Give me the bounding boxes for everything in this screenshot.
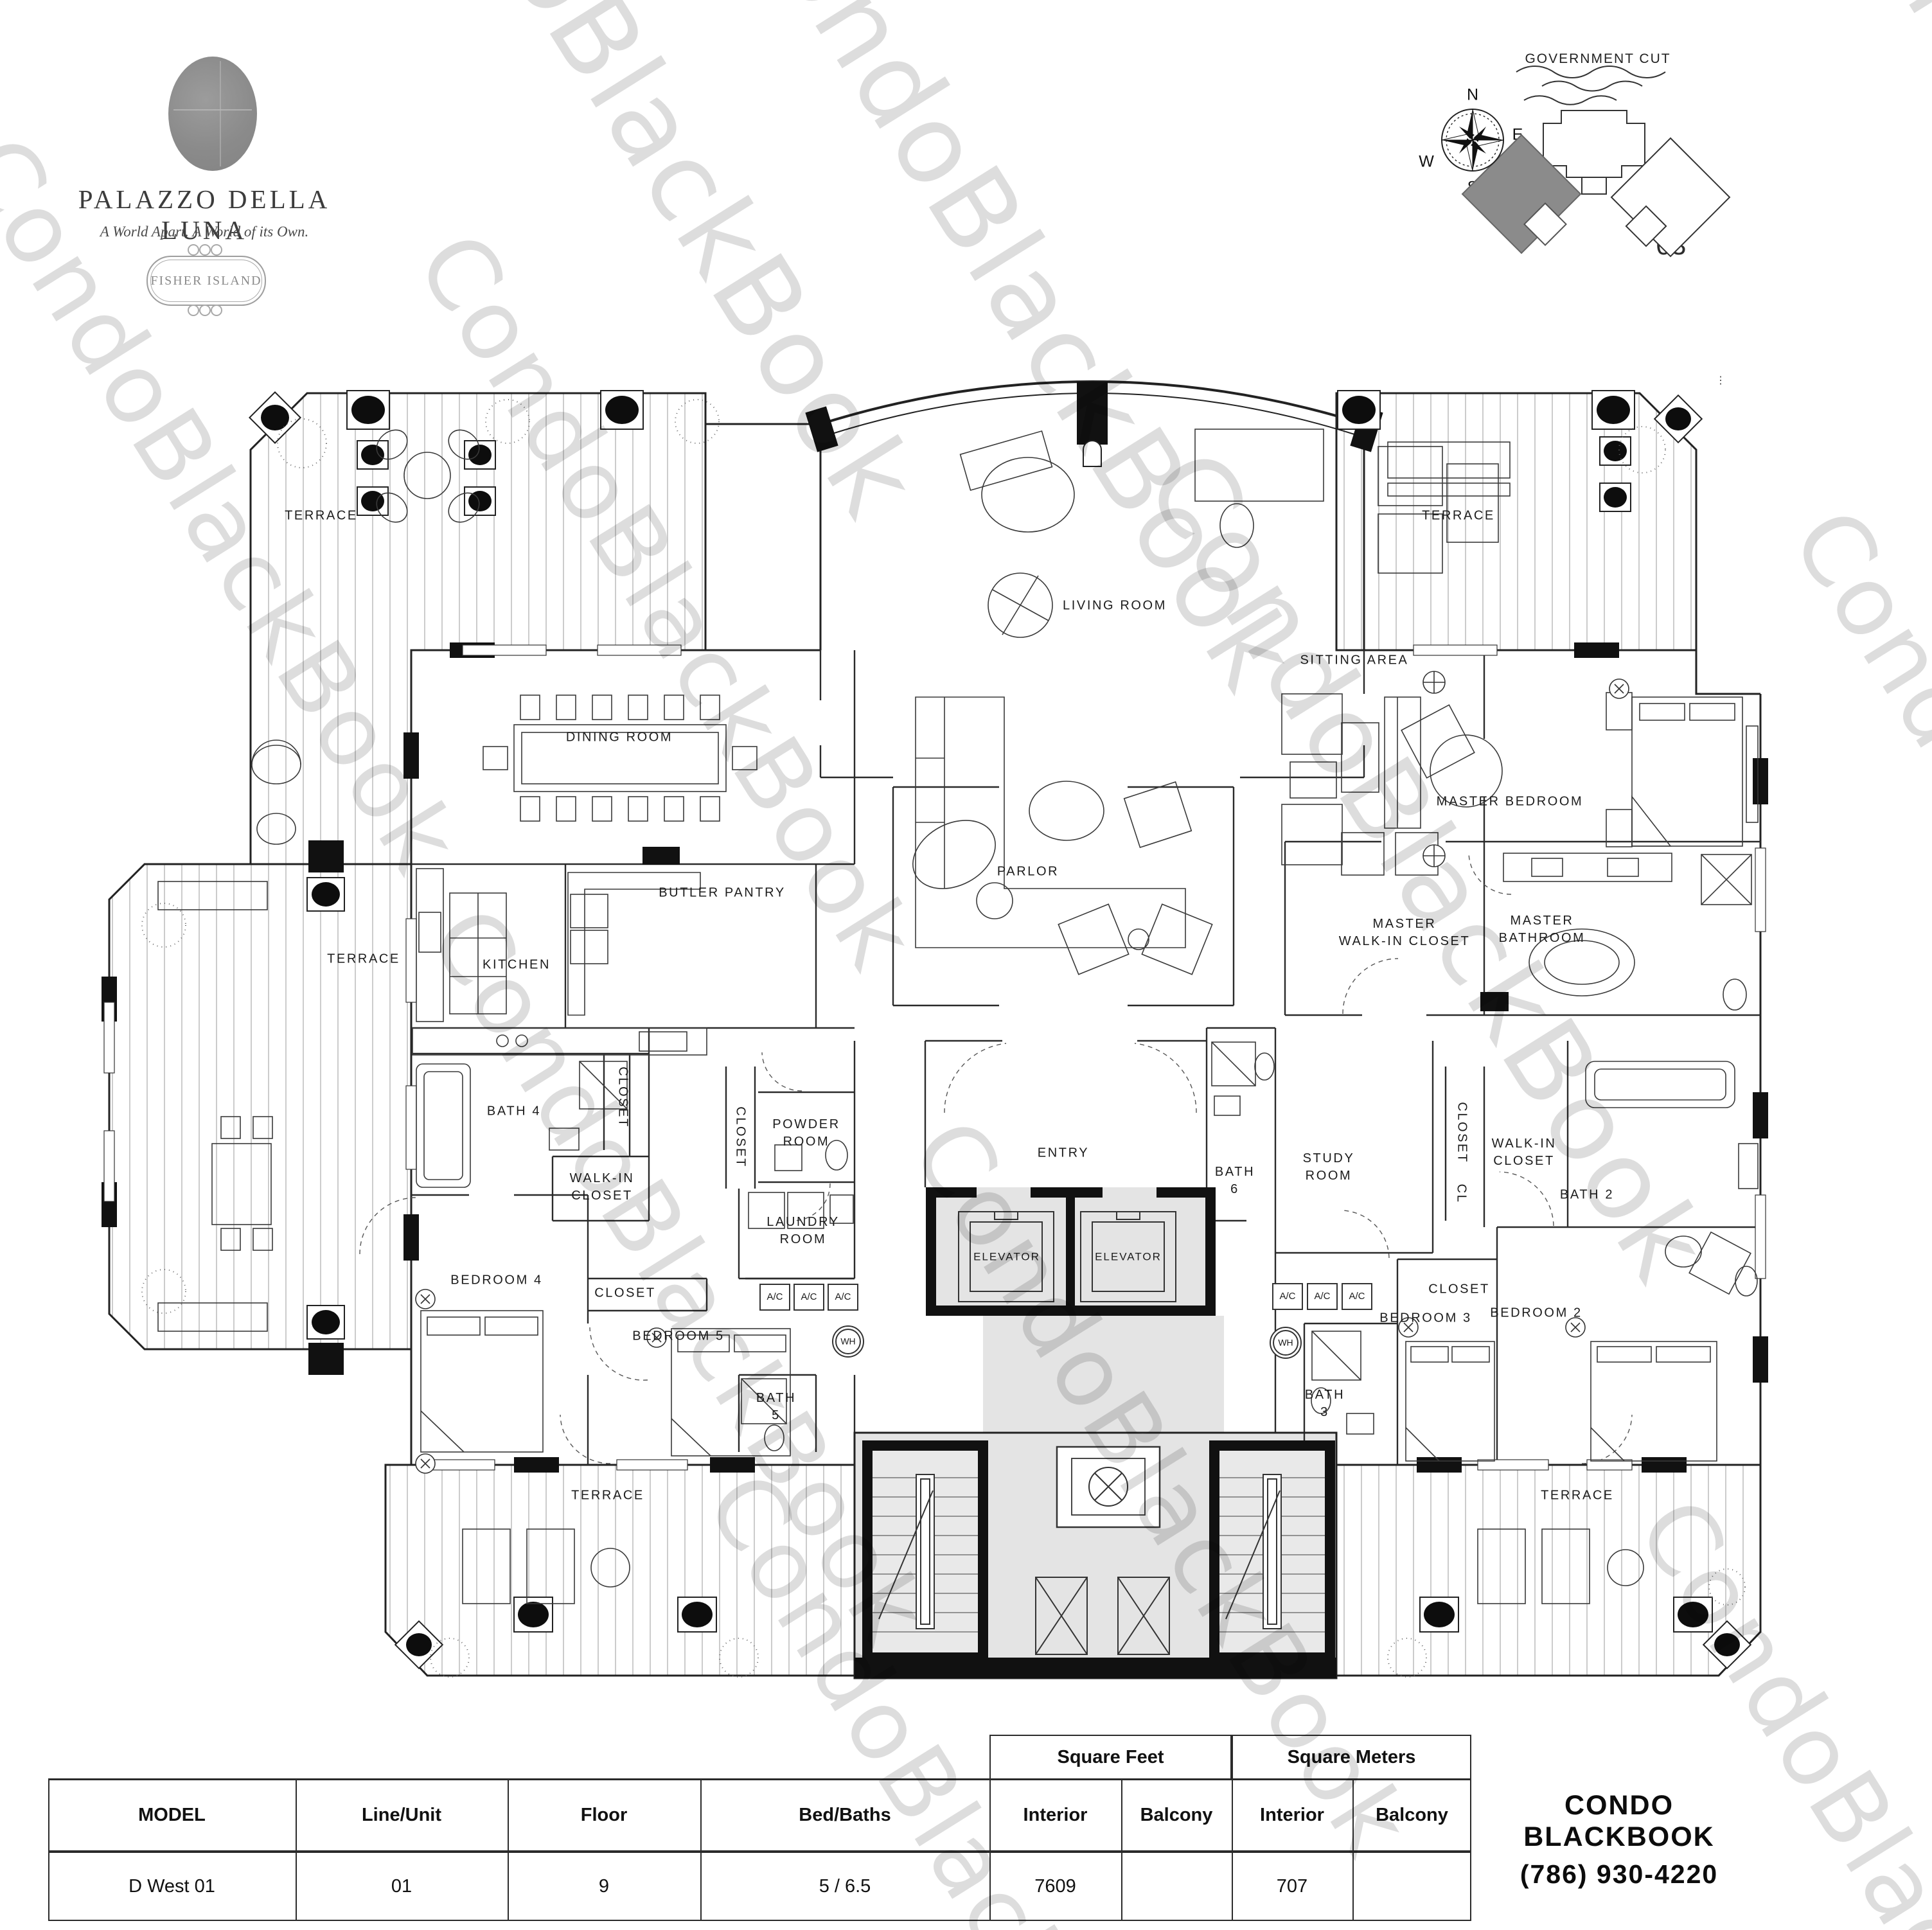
- col-header-balcony-m: Balcony: [1376, 1805, 1448, 1825]
- elevator-bank: [926, 1187, 1216, 1316]
- room-label-parlor: PARLOR: [997, 864, 1059, 879]
- room-label-sitting-area: SITTING AREA: [1300, 653, 1409, 668]
- contact-block: CONDO BLACKBOOK (786) 930-4220: [1465, 1790, 1773, 1890]
- lamp-symbols: [415, 671, 1629, 1474]
- room-label-bedroom-4: BEDROOM 4: [450, 1273, 543, 1288]
- furniture: [157, 429, 1759, 1604]
- col-header-floor: Floor: [580, 1805, 628, 1825]
- stair-core: [853, 1431, 1338, 1679]
- room-label-closet-hall: CLOSET: [733, 1106, 748, 1168]
- badge-ornament-top: [188, 244, 222, 256]
- room-label-master-bathroom: MASTER BATHROOM: [1498, 914, 1586, 945]
- col-header-model: MODEL: [138, 1805, 206, 1825]
- room-label-bath-5: BATH 5: [756, 1391, 797, 1422]
- room-label-bath-6: BATH 6: [1214, 1165, 1255, 1196]
- room-label-dining-room: DINING ROOM: [565, 730, 673, 745]
- room-label-master-bedroom: MASTER BEDROOM: [1436, 794, 1584, 809]
- col-header-interior-m: Interior: [1260, 1805, 1324, 1825]
- room-label-cl: CL: [1454, 1183, 1469, 1204]
- room-label-closet-bedroom5: CLOSET: [594, 1286, 656, 1300]
- room-label-closet-bedroom3: CLOSET: [1428, 1282, 1490, 1297]
- brand-subtitle: A World Apart. A World of its Own.: [100, 224, 309, 240]
- room-label-bedroom-3: BEDROOM 3: [1379, 1311, 1472, 1325]
- cell-balcony-m: [1352, 1853, 1471, 1920]
- cell-floor: 9: [598, 1875, 610, 1897]
- terrace-top-right: [1335, 392, 1697, 651]
- room-label-terrace-bottom-left: TERRACE: [571, 1488, 644, 1503]
- terrace-west-wing: [108, 863, 412, 1350]
- badge-label: FISHER ISLAND: [150, 273, 262, 288]
- keyplan-center-building: [1543, 110, 1645, 178]
- label-wh-right: WH: [1278, 1337, 1293, 1348]
- cell-balcony-ft: [1121, 1853, 1232, 1920]
- cell-interior-m: 707: [1276, 1875, 1308, 1897]
- contact-name: CONDO BLACKBOOK: [1523, 1790, 1715, 1852]
- group-header-square-feet: Square Feet: [989, 1735, 1232, 1778]
- moon-logo: [168, 57, 257, 171]
- spec-table: Square Feet Square Meters MODEL Line/Uni…: [48, 1735, 1471, 1921]
- group-header-square-meters: Square Meters: [1232, 1735, 1471, 1778]
- planters: [248, 390, 1752, 1670]
- compass-rose: [1441, 109, 1504, 172]
- room-label-elevator-1: ELEVATOR: [973, 1250, 1040, 1263]
- room-label-walk-in-closet-left: WALK-IN CLOSET: [569, 1171, 635, 1203]
- room-label-bedroom-2: BEDROOM 2: [1490, 1306, 1582, 1320]
- label-ac-right-3: A/C: [1349, 1290, 1365, 1302]
- room-label-terrace-top-right: TERRACE: [1422, 508, 1495, 523]
- cell-line-unit: 01: [391, 1875, 412, 1897]
- arched-bay: [805, 380, 1383, 467]
- room-label-bedroom-5: BEDROOM 5: [632, 1329, 725, 1343]
- keyplan-drawing: [1441, 66, 1731, 258]
- edge-marks: ⋮: [1715, 375, 1726, 386]
- compass-west-label: W: [1419, 152, 1434, 171]
- water-waves: [1516, 66, 1666, 105]
- label-ac-left-1: A/C: [767, 1291, 783, 1302]
- col-header-bed-baths: Bed/Baths: [799, 1805, 891, 1825]
- cell-interior-ft: 7609: [1034, 1875, 1076, 1897]
- brand-title: PALAZZO DELLA LUNA: [78, 184, 331, 245]
- room-label-terrace-bottom-right: TERRACE: [1541, 1488, 1614, 1503]
- room-label-bath-2: BATH 2: [1559, 1187, 1615, 1202]
- wall-accents: [102, 642, 1768, 1473]
- cell-model: D West 01: [129, 1875, 215, 1897]
- room-label-master-walk-in-closet: MASTER WALK-IN CLOSET: [1338, 917, 1471, 948]
- room-label-kitchen: KITCHEN: [483, 957, 551, 972]
- badge-ornament-bottom: [188, 305, 222, 316]
- room-label-closet-bath4: CLOSET: [616, 1067, 630, 1128]
- room-label-butler-pantry: BUTLER PANTRY: [659, 885, 786, 900]
- label-ac-right-2: A/C: [1314, 1290, 1331, 1302]
- label-wh-left: WH: [840, 1336, 856, 1347]
- water-label: GOVERNMENT CUT: [1525, 51, 1671, 66]
- ac-wh-equipment: [759, 1283, 1372, 1359]
- room-label-walk-in-closet-right: WALK-IN CLOSET: [1491, 1137, 1557, 1168]
- room-label-bath-3: BATH 3: [1304, 1388, 1345, 1419]
- label-ac-right-1: A/C: [1279, 1290, 1296, 1302]
- room-label-terrace-top-left: TERRACE: [285, 508, 358, 523]
- col-header-balcony-ft: Balcony: [1140, 1805, 1213, 1825]
- room-label-elevator-2: ELEVATOR: [1095, 1250, 1162, 1263]
- contact-phone: (786) 930-4220: [1520, 1859, 1719, 1889]
- room-label-laundry-room: LAUNDRY ROOM: [767, 1215, 840, 1246]
- room-label-study-room: STUDY ROOM: [1302, 1151, 1355, 1183]
- cell-bed-baths: 5 / 6.5: [819, 1875, 871, 1897]
- col-header-interior-ft: Interior: [1023, 1805, 1088, 1825]
- room-label-living-room: LIVING ROOM: [1063, 598, 1167, 613]
- label-ac-left-3: A/C: [835, 1291, 851, 1302]
- room-label-closet-right: CLOSET: [1455, 1102, 1469, 1164]
- room-label-entry: ENTRY: [1037, 1146, 1090, 1160]
- room-label-powder-room: POWDER ROOM: [772, 1117, 840, 1149]
- room-label-bath-4: BATH 4: [486, 1104, 542, 1119]
- col-header-line-unit: Line/Unit: [361, 1805, 442, 1825]
- label-ac-left-2: A/C: [801, 1291, 817, 1302]
- room-label-terrace-west: TERRACE: [327, 952, 400, 966]
- compass-north-label: N: [1466, 85, 1479, 104]
- windows: [103, 644, 1766, 1471]
- shrubs: [141, 399, 1746, 1678]
